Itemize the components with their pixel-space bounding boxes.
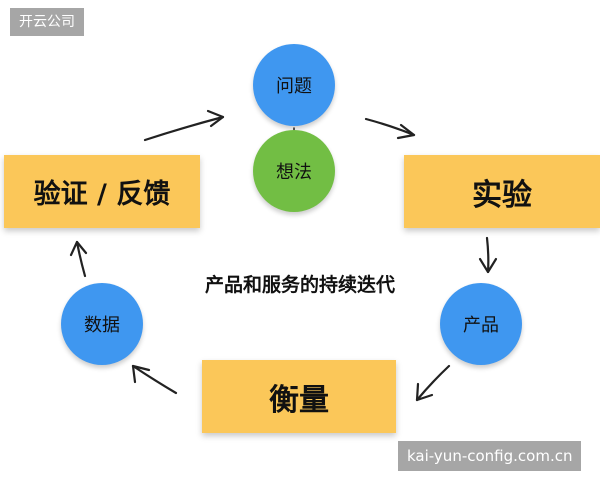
data-circle: 数据 <box>61 283 143 365</box>
center-label: 产品和服务的持续迭代 <box>204 274 395 296</box>
verify-feedback-box: 验证 / 反馈 <box>4 155 200 228</box>
question-circle: 问题 <box>253 44 335 126</box>
site-watermark: kai-yun-config.com.cn <box>398 441 582 471</box>
arrow-product-to-measure <box>415 364 451 402</box>
brand-watermark: 开云公司 <box>10 8 84 36</box>
arrow-measure-to-data <box>131 364 178 395</box>
product-circle: 产品 <box>440 283 522 365</box>
experiment-box: 实验 <box>404 155 600 228</box>
arrow-question-to-experiment <box>364 117 416 140</box>
arrow-verify-to-question <box>143 109 225 142</box>
arrow-experiment-to-product <box>478 236 498 274</box>
arrow-data-to-verify <box>69 240 88 278</box>
measure-box: 衡量 <box>202 360 396 433</box>
idea-circle: 想法 <box>253 130 335 212</box>
